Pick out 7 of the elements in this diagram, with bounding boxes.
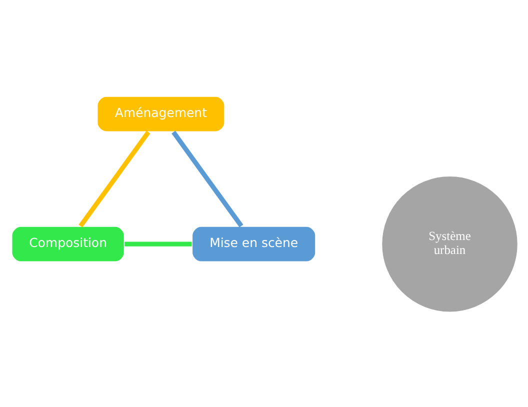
node-box: Mise en scène	[191, 225, 317, 263]
connector	[78, 130, 150, 228]
node-box: Aménagement	[96, 95, 226, 133]
connector	[172, 130, 244, 228]
connector	[124, 242, 192, 246]
node-circle: Système urbain	[382, 176, 518, 312]
node-box: Composition	[10, 225, 126, 263]
